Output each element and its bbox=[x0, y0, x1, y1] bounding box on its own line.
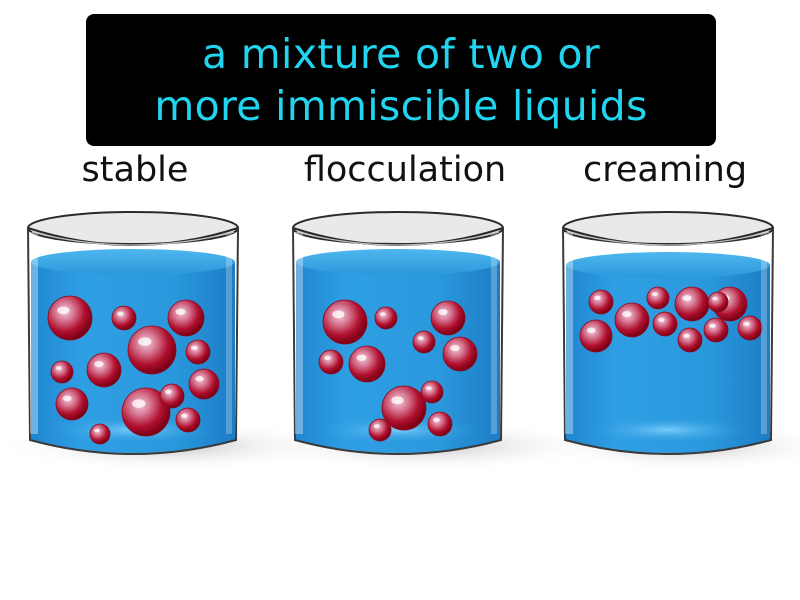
droplet bbox=[348, 345, 386, 383]
droplet bbox=[737, 315, 763, 341]
droplet bbox=[677, 327, 703, 353]
droplet bbox=[420, 380, 444, 404]
beaker-stable bbox=[27, 211, 239, 455]
liquid-surface bbox=[31, 249, 235, 275]
droplet bbox=[427, 411, 453, 437]
label-creaming: creaming bbox=[582, 150, 748, 190]
glass-outline bbox=[292, 227, 504, 455]
droplet bbox=[185, 339, 211, 365]
definition-banner: a mixture of two or more immiscible liqu… bbox=[86, 14, 716, 146]
glass-outline bbox=[562, 227, 774, 455]
droplet bbox=[89, 423, 111, 445]
droplet bbox=[614, 302, 650, 338]
droplet bbox=[674, 286, 710, 322]
droplet bbox=[322, 299, 368, 345]
droplet bbox=[707, 291, 729, 313]
droplet bbox=[50, 360, 74, 384]
droplet bbox=[188, 368, 220, 400]
beaker-flocculation bbox=[292, 211, 504, 455]
droplet bbox=[412, 330, 436, 354]
droplet bbox=[374, 306, 398, 330]
droplet bbox=[159, 383, 185, 409]
droplet bbox=[175, 407, 201, 433]
definition-line-1: a mixture of two or bbox=[202, 30, 600, 78]
droplet bbox=[86, 352, 122, 388]
droplet bbox=[127, 325, 177, 375]
droplet bbox=[55, 387, 89, 421]
droplet bbox=[579, 319, 613, 353]
definition-line-2: more immiscible liquids bbox=[154, 82, 648, 130]
glass-outline bbox=[27, 227, 239, 455]
droplet bbox=[703, 317, 729, 343]
droplet bbox=[167, 299, 205, 337]
droplet bbox=[368, 418, 392, 442]
label-stable: stable bbox=[81, 150, 189, 190]
droplet bbox=[588, 289, 614, 315]
droplet bbox=[318, 349, 344, 375]
liquid-surface bbox=[566, 252, 770, 278]
droplet bbox=[111, 305, 137, 331]
liquid-surface bbox=[296, 249, 500, 275]
droplet bbox=[652, 311, 678, 337]
droplet bbox=[442, 336, 478, 372]
droplet bbox=[47, 295, 93, 341]
droplet bbox=[430, 300, 466, 336]
beaker-creaming bbox=[562, 211, 774, 455]
droplet bbox=[381, 385, 427, 431]
droplet bbox=[121, 387, 171, 437]
label-flocculation: flocculation bbox=[303, 150, 507, 190]
droplet bbox=[646, 286, 670, 310]
